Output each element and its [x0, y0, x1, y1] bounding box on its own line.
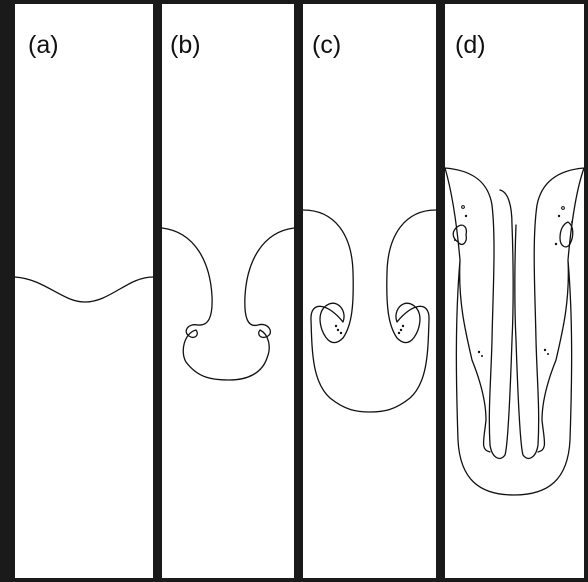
divider-bc [294, 0, 303, 582]
droplet [402, 325, 404, 327]
panel-c-label: (c) [312, 33, 341, 58]
droplet [337, 329, 339, 331]
panel-a-interface-line [15, 277, 153, 302]
panel-c-interface-outer [303, 210, 436, 412]
panel-d-interface [445, 168, 584, 495]
droplet [462, 206, 465, 209]
panel-d-label: (d) [455, 33, 486, 58]
droplet [544, 349, 546, 351]
right-border [584, 0, 588, 582]
panel-a-interface [15, 277, 153, 302]
droplet [481, 355, 483, 357]
droplet [562, 207, 565, 210]
panel-a-label: (a) [28, 33, 59, 58]
panel-c-interface [303, 210, 436, 412]
divider-ab [153, 0, 162, 582]
droplet [454, 239, 456, 241]
droplet [478, 351, 480, 353]
droplet [558, 215, 560, 217]
droplet [547, 353, 549, 355]
left-border [0, 0, 15, 582]
panel-b-label: (b) [170, 33, 201, 58]
divider-cd [436, 0, 445, 582]
droplet [335, 325, 337, 327]
panel-b-interface [162, 228, 294, 380]
droplet [465, 215, 467, 217]
droplet [398, 332, 400, 334]
droplet [571, 221, 573, 223]
panel-d-left-blob [453, 225, 466, 244]
droplet [400, 329, 402, 331]
droplet [340, 332, 342, 334]
panel-b-interface-line [162, 228, 294, 380]
droplet [555, 243, 557, 245]
